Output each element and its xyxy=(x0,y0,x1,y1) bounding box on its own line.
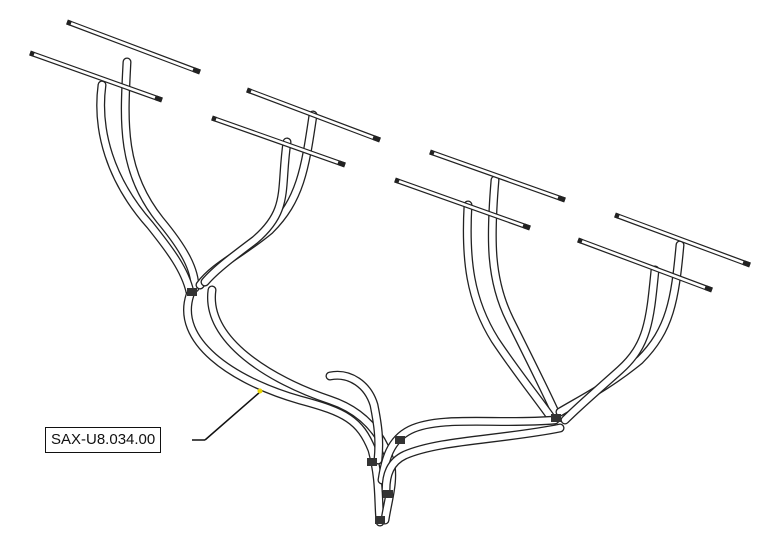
t-bar-end-cap xyxy=(558,195,566,203)
hose-tube-fill xyxy=(489,176,559,416)
hose-clamp xyxy=(367,458,377,466)
hose-tube-fill xyxy=(184,291,384,526)
t-bar-end-cap xyxy=(155,95,163,103)
hose-tube-fill xyxy=(122,58,199,292)
hose-tube-fill xyxy=(378,416,559,484)
hose-tube-fill xyxy=(97,81,194,296)
hose-clamp xyxy=(551,414,561,422)
hose-clamp xyxy=(395,436,405,444)
hose-tube-fill xyxy=(464,201,554,420)
hose-clamp xyxy=(375,516,385,524)
t-bar-end-cap xyxy=(429,149,435,156)
t-bar-end-cap xyxy=(705,285,713,293)
clamps xyxy=(187,288,561,524)
t-bar-end-cap xyxy=(523,223,531,231)
callout-leader-line xyxy=(204,391,261,441)
t-bar-end-cap xyxy=(211,115,217,122)
t-bar-end-cap xyxy=(394,177,400,184)
t-bar-fill xyxy=(580,239,706,289)
hose-clamp xyxy=(187,288,197,296)
t-bar-fill xyxy=(69,21,194,71)
t-bar-end-cap xyxy=(66,19,72,26)
t-bar-end-cap xyxy=(193,67,201,75)
hose-tube-fill xyxy=(382,424,564,494)
hose-tubes xyxy=(96,57,685,527)
hose-tube-fill xyxy=(326,372,382,464)
callout-anchor-dot xyxy=(257,388,263,394)
t-bar-fill xyxy=(617,214,744,264)
t-bar-end-cap xyxy=(373,135,381,143)
hose-clamp xyxy=(383,490,393,498)
t-bar-fill xyxy=(249,89,374,139)
t-bar-fill xyxy=(32,52,156,99)
t-bar-fill xyxy=(214,117,339,164)
hose-tube-fill xyxy=(208,286,395,524)
t-bar-end-cap xyxy=(246,87,252,94)
t-bar-end-cap xyxy=(577,237,583,244)
hose-tube-fill xyxy=(561,266,659,424)
t-bar-end-cap xyxy=(338,160,346,168)
hose-tube-fill xyxy=(201,138,291,286)
t-bar-end-cap xyxy=(743,260,751,268)
t-bar-fill xyxy=(432,151,559,199)
part-number-callout[interactable]: SAX-U8.034.00 xyxy=(45,427,162,453)
t-bar-end-cap xyxy=(614,212,620,219)
t-bar-fill xyxy=(397,179,524,227)
hose-tube-outline xyxy=(195,110,318,290)
t-bar-end-cap xyxy=(29,50,35,57)
t-bars xyxy=(29,19,751,293)
